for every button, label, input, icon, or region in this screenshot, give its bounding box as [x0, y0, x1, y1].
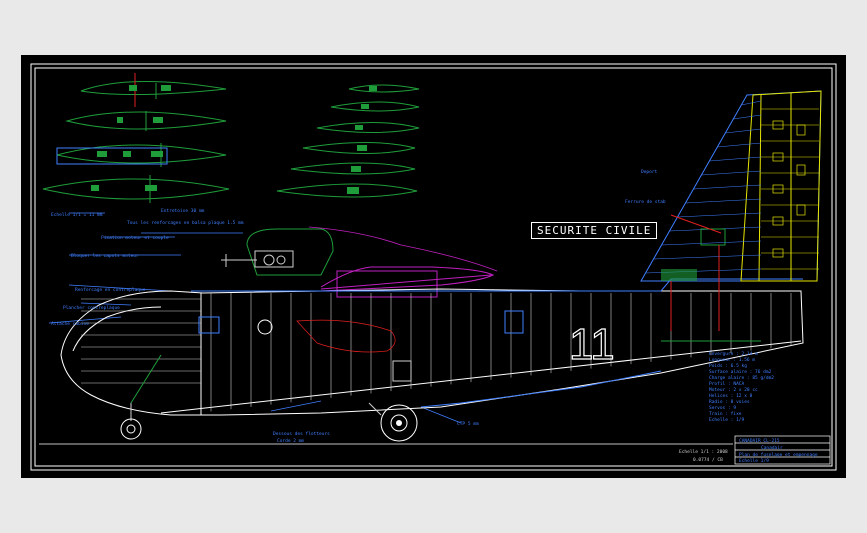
- title-block: CANADAIR CL-215 Canadair Plan de fuselag…: [679, 438, 818, 464]
- tail-ribs: [645, 100, 762, 274]
- wing-spar-blocks-left: [91, 85, 171, 191]
- title-row-3: Echelle 1/9: [739, 458, 769, 464]
- note-tail-1: Ferrure de stab: [625, 199, 666, 205]
- spec-6: Moteur : 2 x 20 cc: [709, 387, 758, 393]
- wing-section-1: [80, 80, 227, 96]
- section-detail-box: [56, 147, 168, 165]
- title-row-2: Plan de fuselage et empennage: [739, 452, 818, 458]
- wing-section-2: [65, 111, 227, 130]
- title-code: 0.0774 / CB: [693, 457, 723, 463]
- spec-9: Servos : 9: [709, 405, 736, 411]
- note-left-3: Renforcage en contreplaque: [75, 287, 146, 293]
- spec-0: Envergure : 2.14 m: [709, 351, 758, 357]
- wing-section-4: [42, 178, 230, 200]
- fuselage-strake: [191, 278, 803, 408]
- fin-rib: [661, 240, 762, 246]
- landing-gear: [120, 354, 418, 442]
- fin-rib: [717, 142, 762, 148]
- cad-drawing: 11 Echelle: [30, 63, 837, 471]
- roundel: [257, 319, 273, 335]
- note-rib-spacing: Entretoise 30 mm: [161, 208, 205, 214]
- wing-sections-right: [276, 84, 420, 198]
- lightening-holes: [772, 120, 806, 258]
- fin-rib: [693, 184, 762, 190]
- cad-viewport[interactable]: 11 Echelle: [21, 55, 846, 478]
- engine-nacelle: [221, 228, 334, 276]
- spec-11: Echelle : 1/9: [709, 417, 745, 423]
- note-tail-2: Deport: [641, 169, 658, 175]
- note-wing-scale: Echelle 1/1 = 11 mm: [51, 212, 103, 218]
- spec-3: Surface alaire : 76 dm2: [709, 369, 772, 375]
- spec-10: Train : fixe: [709, 411, 742, 417]
- tail-fin: [640, 90, 822, 282]
- fin-rib: [653, 254, 762, 260]
- spec-8: Radio : 8 voies: [709, 399, 750, 405]
- note-gear: CTP 5 mm: [457, 421, 479, 427]
- note-left-2: Bloquer les capots moteur: [71, 253, 139, 259]
- spec-7: Helices : 12 x 8: [709, 393, 753, 399]
- title-row-0: CANADAIR CL-215: [739, 438, 780, 444]
- fuselage-frames: [81, 293, 792, 412]
- note-top-center: Tous les renforcages en balsa plaque 1.5…: [127, 220, 244, 226]
- tail-ribs-elevator: [761, 108, 819, 270]
- note-bottom-2: Corde 2 mm: [277, 438, 304, 444]
- fin-rib: [733, 114, 762, 120]
- outer-frame: [30, 63, 837, 471]
- wing-leading-edge: [308, 226, 498, 272]
- note-left-4: Plancher contreplaque: [63, 305, 120, 311]
- note-left-5: Attache cabine: [51, 321, 89, 327]
- title-scale: Echelle 1/1 : 2008: [679, 449, 728, 455]
- title-block-frame: [39, 435, 831, 465]
- wing-spar-blocks-right: [347, 86, 377, 194]
- spec-2: Poids : 6.5 kg: [709, 363, 747, 369]
- fuselage-outline: [60, 288, 804, 416]
- wing-root-outline: [320, 266, 495, 298]
- fin-rib: [709, 156, 762, 162]
- inner-frame: [34, 67, 833, 467]
- fin-rib: [725, 128, 762, 134]
- spec-list: Envergure : 2.14 m Longueur : 1.56 m Poi…: [709, 351, 774, 423]
- tail-mechanism: [661, 214, 761, 342]
- spec-5: Profil : NACA: [709, 381, 745, 387]
- fin-rib: [685, 198, 762, 204]
- title-row-1: Canadair: [761, 445, 783, 451]
- spec-4: Charge alaire : 85 g/dm2: [709, 375, 774, 381]
- spec-1: Longueur : 1.56 m: [709, 357, 755, 363]
- fin-rib: [677, 212, 762, 218]
- wing-sections-left: [42, 73, 230, 203]
- securite-civile-label: SECURITE CIVILE: [531, 222, 658, 239]
- hatches: [198, 310, 524, 382]
- fin-rib: [741, 100, 762, 106]
- fuel-tank-outline: [296, 319, 396, 353]
- fuselage-number: 11: [569, 320, 615, 369]
- fin-rib: [701, 170, 762, 176]
- note-bottom-1: Dessous des flotteurs: [273, 431, 330, 437]
- wing-section-3: [56, 144, 227, 164]
- leader-lines: [48, 212, 462, 424]
- note-left-1: Fixation moteur et couple: [101, 235, 169, 241]
